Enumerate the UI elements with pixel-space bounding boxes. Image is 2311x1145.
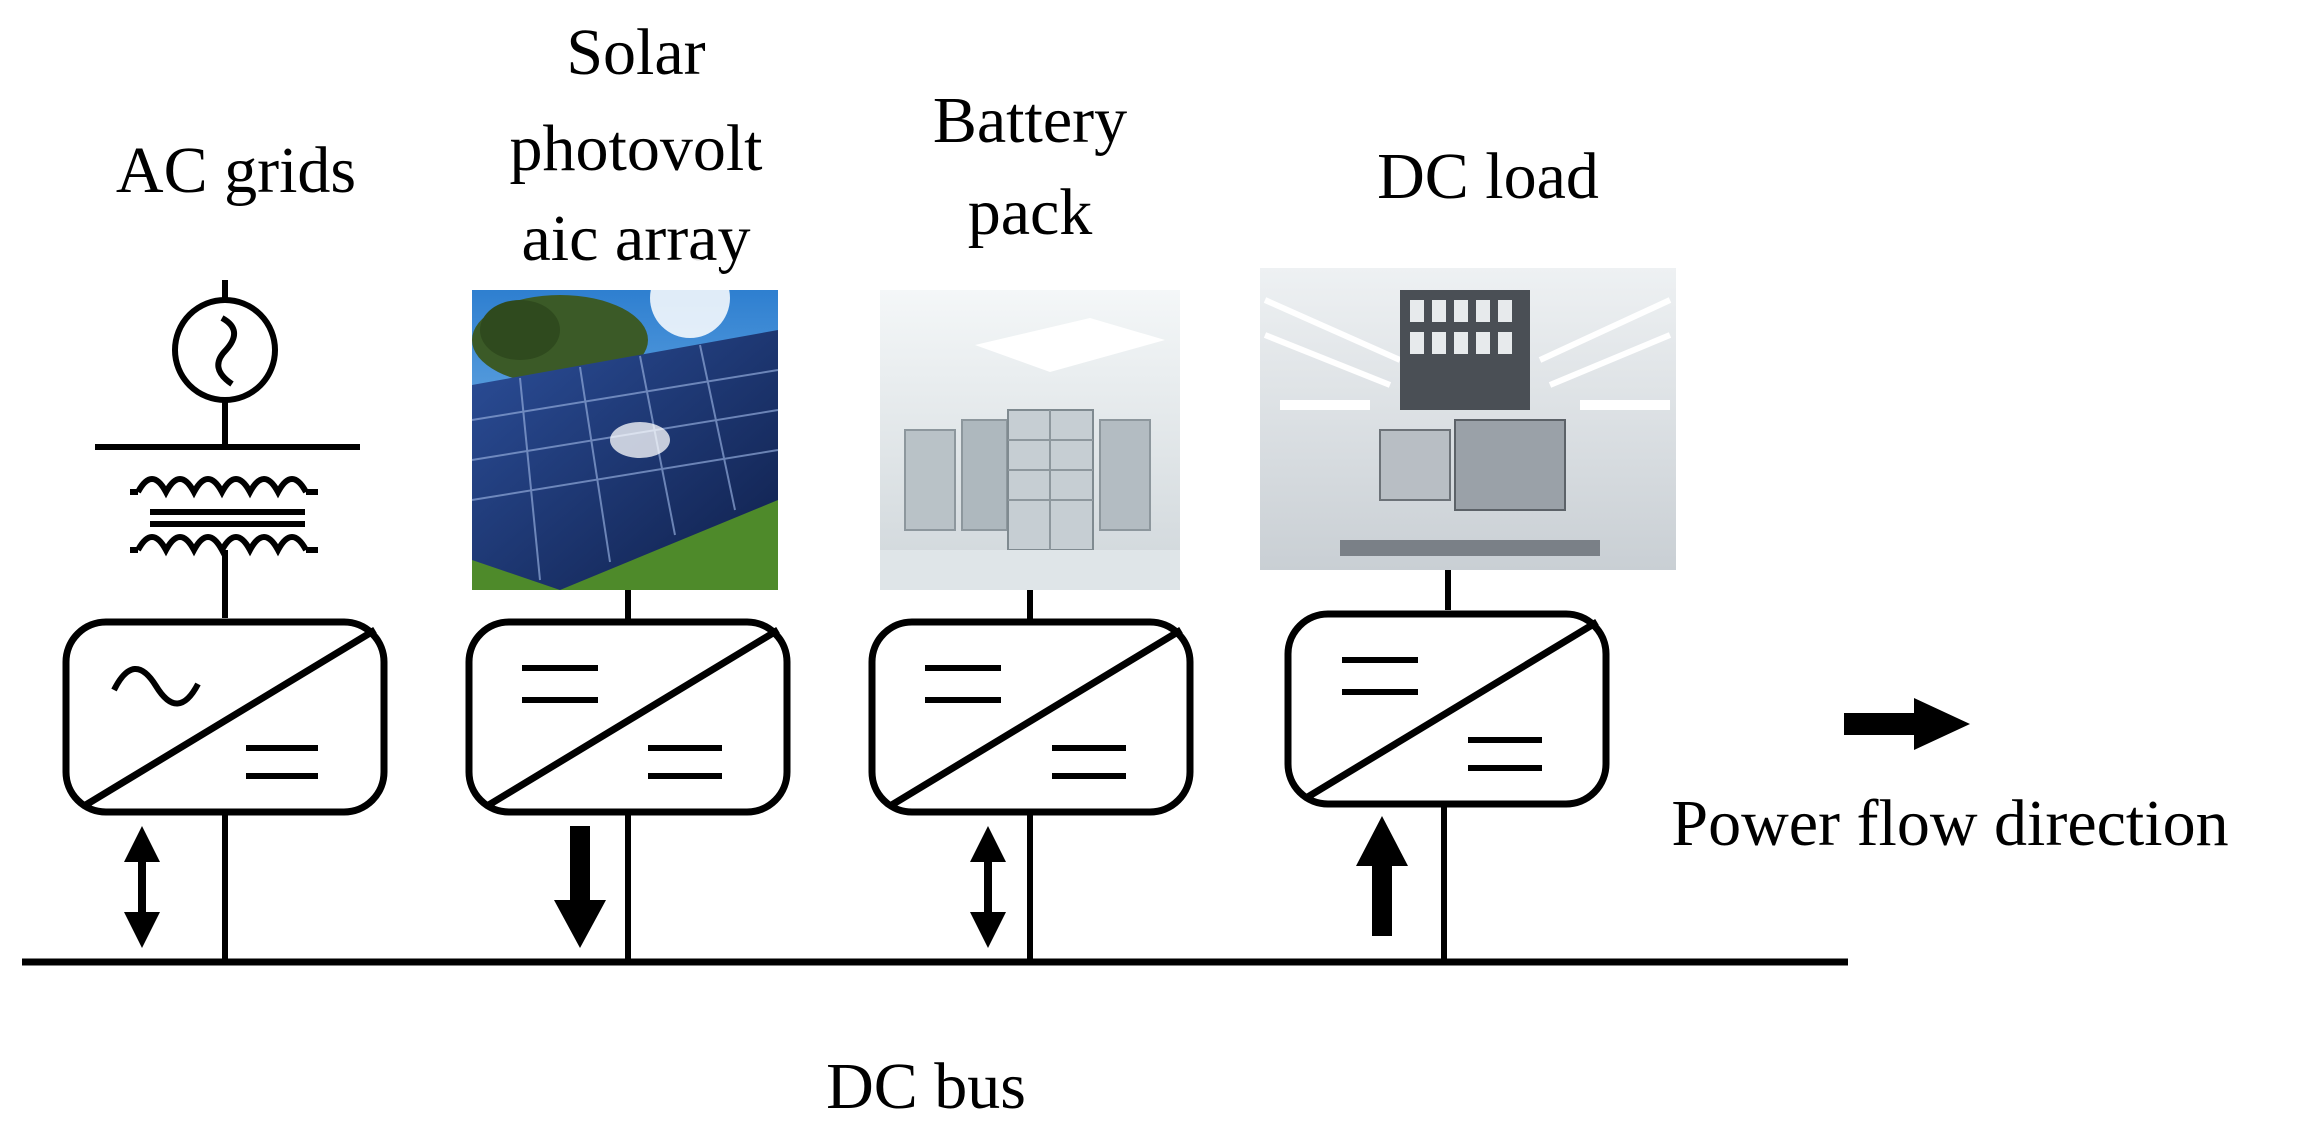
label-battery-line-1: Battery — [933, 84, 1127, 157]
transformer-icon — [95, 424, 360, 618]
converter-icon — [868, 618, 1194, 816]
label-dc-bus: DC bus — [826, 1050, 1026, 1123]
connection-lines — [222, 570, 1451, 962]
ac-source-icon — [172, 280, 278, 447]
label-ac-grids: AC grids — [116, 134, 356, 207]
label-solar-line-3: aic array — [522, 202, 751, 275]
bidirectional-arrow-icon — [970, 826, 1006, 948]
battery-room-icon — [880, 290, 1180, 590]
up-arrow-icon — [1356, 816, 1408, 936]
down-arrow-icon — [554, 826, 606, 948]
label-solar-line-2: photovolt — [509, 112, 762, 185]
right-arrow-icon — [1844, 698, 1970, 750]
converter-icon — [62, 618, 388, 816]
bidirectional-arrow-icon — [124, 826, 160, 948]
lab-equipment-icon — [1260, 268, 1676, 570]
label-battery-line-2: pack — [968, 176, 1093, 249]
solar-panel-icon — [471, 258, 779, 590]
label-power-flow-direction: Power flow direction — [1671, 787, 2228, 860]
converter-icon — [1284, 610, 1610, 808]
converter-icon — [465, 618, 791, 816]
label-solar-line-1: Solar — [566, 16, 705, 89]
label-dc-load: DC load — [1377, 140, 1599, 213]
